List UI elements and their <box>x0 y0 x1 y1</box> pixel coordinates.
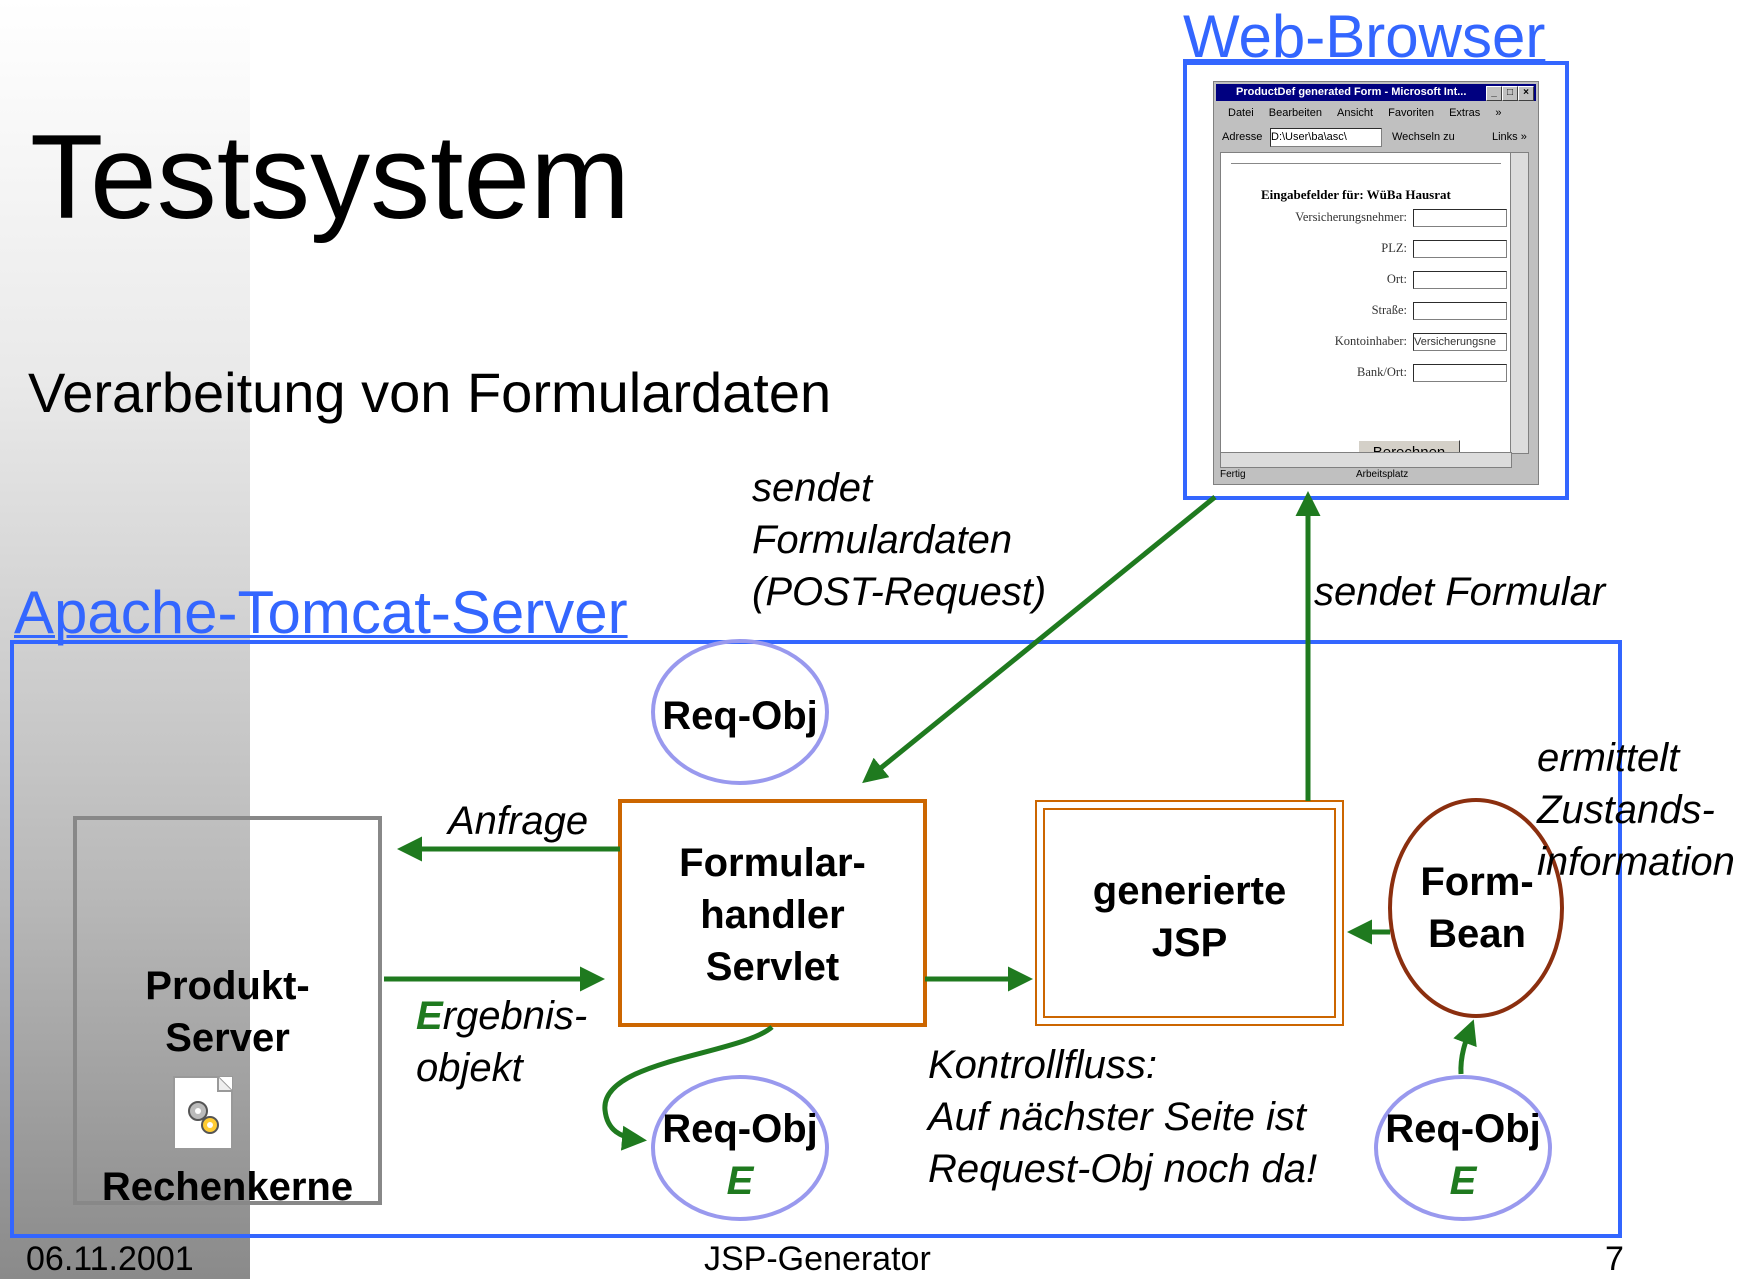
field-input[interactable] <box>1413 271 1507 289</box>
field-input[interactable] <box>1413 209 1507 227</box>
req-obj-right-ellipse <box>1374 1075 1552 1221</box>
menu-favoriten[interactable]: Favoriten <box>1388 107 1435 119</box>
form-row: Ort: <box>1387 271 1507 289</box>
slide-subtitle: Verarbeitung von Formulardaten <box>28 361 832 424</box>
form-bean-ellipse <box>1388 798 1564 1018</box>
footer-date: 06.11.2001 <box>26 1240 194 1278</box>
address-input[interactable]: D:\User\ba\asc\ <box>1270 128 1382 147</box>
close-icon[interactable]: × <box>1518 86 1534 101</box>
go-button[interactable]: Wechseln zu <box>1392 131 1455 143</box>
form-row: Kontoinhaber:Versicherungsne <box>1335 333 1507 351</box>
browser-statusbar: Fertig Arbeitsplatz <box>1216 468 1536 482</box>
links-button[interactable]: Links » <box>1492 131 1527 143</box>
req-obj-top-ellipse <box>651 639 829 785</box>
anfrage-label: Anfrage <box>448 799 589 843</box>
post-request-label: sendet Formulardaten (POST-Request) <box>752 466 1047 614</box>
sendet-formular-label: sendet Formular <box>1314 570 1606 614</box>
browser-content: Eingabefelder für: WüBa Hausrat Versiche… <box>1220 152 1512 454</box>
berechnen-button[interactable]: Berechnen <box>1358 440 1460 453</box>
req-obj-bottom-label: Req-Obj E <box>662 1107 818 1203</box>
menu-ansicht[interactable]: Ansicht <box>1337 107 1374 119</box>
generierte-jsp-label: generierte JSP <box>1092 869 1287 965</box>
slide-title: Testsystem <box>30 110 631 244</box>
slide-sidebar-gradient <box>0 0 250 1279</box>
req-obj-bottom-ellipse <box>651 1075 829 1221</box>
status-right: Arbeitsplatz <box>1356 469 1409 480</box>
req-obj-right-label: Req-Obj E <box>1385 1107 1541 1203</box>
vertical-scrollbar[interactable] <box>1510 152 1529 454</box>
rechenkerne-file-icon <box>173 1076 233 1150</box>
kontrollfluss-label: Kontrollfluss: Auf nächster Seite ist Re… <box>928 1043 1318 1191</box>
rechenkerne-label: Rechenkerne <box>101 1165 354 1209</box>
browser-frame <box>1183 61 1569 500</box>
form-row: PLZ: <box>1381 240 1507 258</box>
footer-page-number: 7 <box>1605 1240 1624 1278</box>
form-row: Versicherungsnehmer: <box>1295 209 1507 227</box>
field-input[interactable] <box>1413 240 1507 258</box>
minimize-icon[interactable]: _ <box>1486 86 1502 101</box>
form-row: Bank/Ort: <box>1357 364 1507 382</box>
arrow-post-request <box>862 495 1217 784</box>
address-label: Adresse <box>1222 131 1263 143</box>
produkt-server-box <box>73 816 382 1205</box>
form-row: Straße: <box>1372 302 1507 320</box>
arrow-servlet-to-reqobj <box>602 1025 774 1151</box>
produkt-server-label: Produkt- Server <box>145 964 310 1060</box>
horizontal-scrollbar[interactable] <box>1220 452 1512 468</box>
ermittelt-label: ermittelt Zustands- information <box>1537 736 1735 884</box>
browser-addressbar: Adresse D:\User\ba\asc\ Wechseln zu Link… <box>1216 126 1536 148</box>
jsp-box-outer <box>1035 800 1344 1026</box>
status-left: Fertig <box>1220 469 1246 480</box>
browser-window-title: ProductDef generated Form - Microsoft In… <box>1236 86 1467 98</box>
server-frame <box>10 640 1622 1238</box>
maximize-icon[interactable]: □ <box>1502 86 1518 101</box>
menu-datei[interactable]: Datei <box>1228 107 1254 119</box>
form-heading: Eingabefelder für: WüBa Hausrat <box>1261 187 1451 202</box>
server-label: Apache-Tomcat-Server <box>14 579 628 646</box>
menu-extras[interactable]: Extras <box>1449 107 1481 119</box>
formularhandler-label: Formular- handler Servlet <box>679 841 866 989</box>
form-bean-label: Form- Bean <box>1420 860 1534 956</box>
jsp-box-inner <box>1043 808 1336 1018</box>
footer-title: JSP-Generator <box>704 1240 931 1278</box>
content-divider <box>1231 163 1501 164</box>
ergebnisobjekt-label: Ergebnis- objekt <box>416 994 588 1090</box>
field-input[interactable] <box>1413 302 1507 320</box>
menu-bearbeiten[interactable]: Bearbeiten <box>1268 107 1322 119</box>
browser-menubar: Datei Bearbeiten Ansicht Favoriten Extra… <box>1216 103 1536 123</box>
browser-window: ProductDef generated Form - Microsoft In… <box>1213 81 1539 485</box>
formularhandler-box <box>618 799 927 1027</box>
field-input[interactable]: Versicherungsne <box>1413 333 1507 351</box>
browser-titlebar: ProductDef generated Form - Microsoft In… <box>1216 84 1536 101</box>
arrow-reqobj-to-bean <box>1453 1019 1477 1075</box>
web-browser-label: Web-Browser <box>1183 3 1546 70</box>
req-obj-top-label: Req-Obj <box>662 694 818 738</box>
field-input[interactable] <box>1413 364 1507 382</box>
menu-more[interactable]: » <box>1495 107 1502 119</box>
